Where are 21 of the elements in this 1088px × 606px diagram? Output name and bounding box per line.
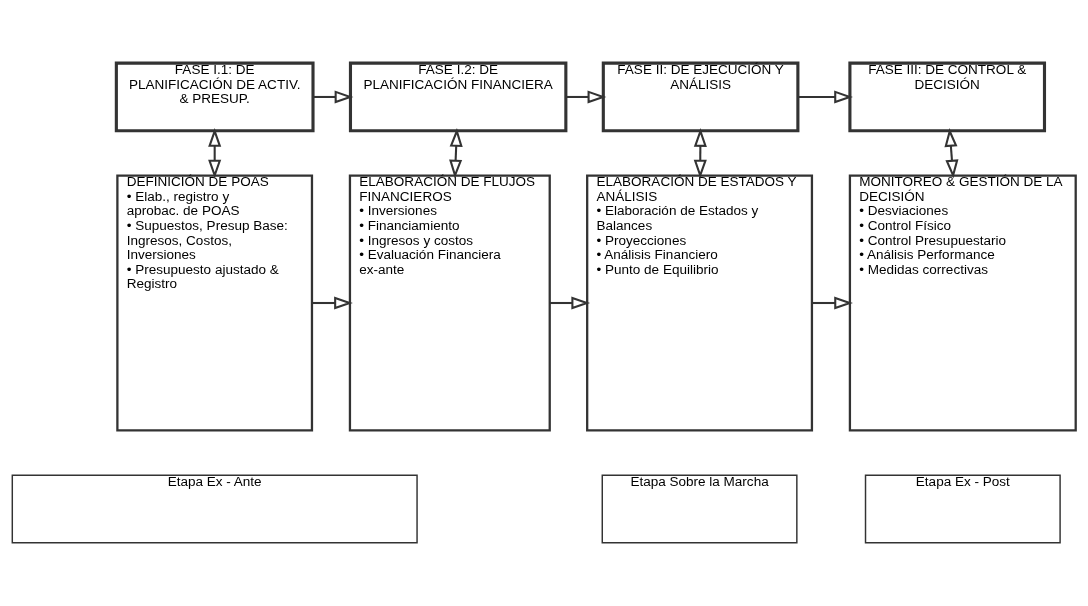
node-box: DEFINICIÓN DE POAS • Elab., registro y aprobac. de POAS • Supuestos, Presup Base: Ingresos, Costos, Inversiones • Presupuesto ajustado & Registro — [116, 174, 314, 432]
arrow — [566, 90, 607, 104]
arrow — [812, 296, 853, 310]
node-box: Etapa Sobre la Marcha — [601, 474, 798, 544]
node-box: Etapa Ex - Ante — [11, 474, 418, 544]
node-box: FASE I.2: DE PLANIFICACIÓN FINANCIERA — [348, 61, 568, 133]
node-box: ELABORACIÓN DE FLUJOS FINANCIEROS • Inversiones • Financiamiento • Ingresos y costos • Evaluación Financiera ex-ante — [348, 174, 551, 432]
arrow — [549, 296, 591, 310]
arrow — [208, 128, 222, 179]
node-box: MONITOREO & GESTIÓN DE LA DECISIÓN • Desviaciones • Control Físico • Control Presupuestario • Análisis Performance • Medidas correctivas — [848, 174, 1077, 432]
node-box: Etapa Ex - Post — [864, 474, 1061, 544]
arrow — [449, 128, 463, 179]
arrow — [944, 128, 959, 179]
node-box: FASE I.1: DE PLANIFICACIÓN DE ACTIV. & PRESUP. — [114, 61, 315, 133]
arrow — [693, 128, 707, 179]
arrow — [312, 296, 353, 310]
node-box: ELABORACIÓN DE ESTADOS Y ANÁLISIS • Elaboración de Estados y Balances • Proyecciones • Análisis Financiero • Punto de Equilibrio — [586, 174, 814, 432]
node-box: FASE III: DE CONTROL & DECISIÓN — [848, 61, 1047, 133]
arrow — [313, 90, 354, 104]
arrow — [797, 90, 853, 104]
node-box: FASE II: DE EJECUCIÓN Y ANÁLISIS — [601, 61, 800, 133]
